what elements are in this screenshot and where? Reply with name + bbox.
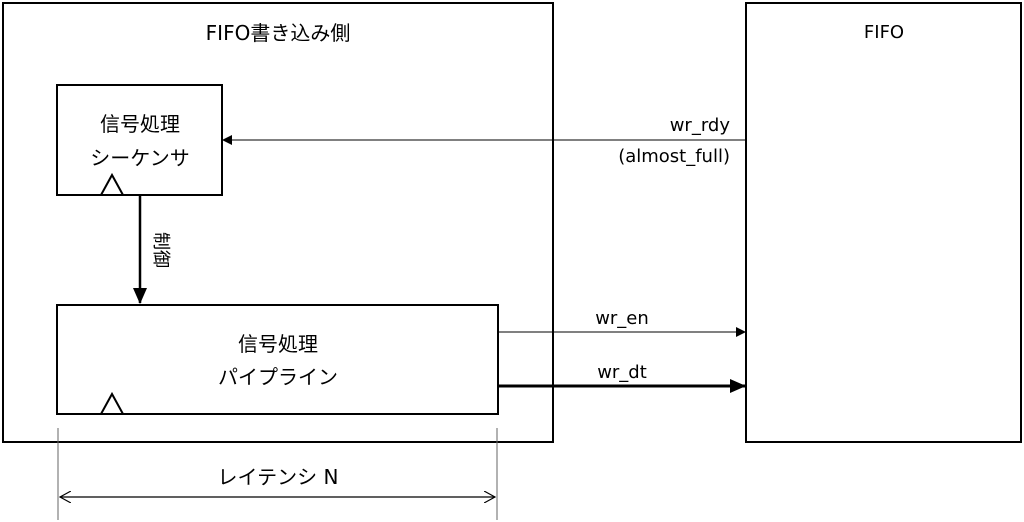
writer-block-title: FIFO書き込み側	[206, 21, 351, 45]
wr-rdy-label: wr_rdy	[670, 115, 731, 136]
wr-en-label: wr_en	[595, 308, 649, 329]
latency-label: レイテンシ N	[218, 465, 339, 489]
sequencer-label-line1: 信号処理	[100, 112, 180, 136]
pipeline-label-line1: 信号処理	[238, 332, 318, 356]
wr-dt-label: wr_dt	[597, 362, 647, 383]
sequencer-label-line2: シーケンサ	[90, 146, 189, 170]
sequencer-box	[56, 84, 223, 196]
fifo-block-title: FIFO	[864, 22, 904, 43]
sequencer-clock-triangle	[100, 172, 124, 196]
pipeline-label-line2: パイプライン	[218, 365, 338, 389]
control-label: 制御	[150, 232, 171, 268]
fifo-block	[745, 2, 1022, 443]
pipeline-clock-triangle	[100, 391, 124, 415]
almost-full-label: (almost_full)	[618, 146, 730, 167]
writer-block	[2, 2, 554, 443]
pipeline-box	[56, 304, 499, 415]
